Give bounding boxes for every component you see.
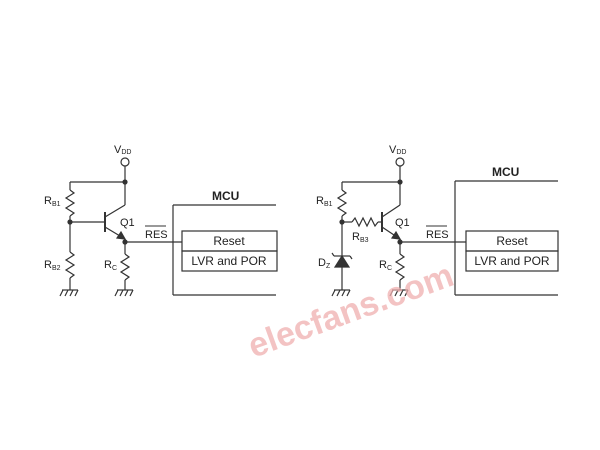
vdd-terminal-right bbox=[395, 157, 405, 167]
rb3-resistor-right bbox=[351, 216, 379, 228]
vdd-label-right: VDD bbox=[389, 144, 406, 156]
ground-symbol bbox=[331, 289, 351, 297]
res-label-left: RES bbox=[145, 229, 168, 241]
rb1-label-left: RB1 bbox=[44, 195, 61, 208]
dz-label-right: DZ bbox=[318, 257, 331, 270]
res-label-right: RES bbox=[426, 229, 449, 241]
reset-label-left: Reset bbox=[213, 234, 245, 248]
mcu-block-right bbox=[454, 180, 559, 296]
lvr-label-right: LVR and POR bbox=[474, 254, 549, 268]
q1-label-left: Q1 bbox=[120, 217, 135, 229]
rb1-resistor-left bbox=[64, 189, 76, 217]
mcu-label-right: MCU bbox=[492, 165, 519, 179]
mcu-block-left bbox=[172, 204, 278, 296]
rb1-resistor-right bbox=[336, 189, 348, 217]
rb2-resistor-left bbox=[64, 251, 76, 279]
rc-resistor-right bbox=[394, 253, 406, 281]
rc-label-right: RC bbox=[379, 259, 392, 272]
q1-label-right: Q1 bbox=[395, 217, 410, 229]
vdd-terminal-left bbox=[120, 157, 130, 167]
ground-symbol bbox=[59, 289, 79, 297]
rc-resistor-left bbox=[119, 253, 131, 281]
rb1-label-right: RB1 bbox=[316, 195, 333, 208]
right-circuit bbox=[331, 157, 559, 297]
q1-transistor-right bbox=[381, 182, 402, 240]
rb2-label-left: RB2 bbox=[44, 259, 61, 272]
q1-transistor-left bbox=[104, 182, 127, 240]
reset-label-right: Reset bbox=[496, 234, 528, 248]
lvr-label-left: LVR and POR bbox=[191, 254, 266, 268]
watermark-text: elecfans.com bbox=[243, 256, 458, 365]
vdd-label-left: VDD bbox=[114, 144, 131, 156]
left-circuit bbox=[59, 157, 278, 297]
ground-symbol bbox=[389, 289, 409, 297]
zener-diode bbox=[331, 252, 353, 268]
ground-symbol bbox=[114, 289, 134, 297]
mcu-label-left: MCU bbox=[212, 189, 239, 203]
rb3-label-right: RB3 bbox=[352, 231, 369, 244]
rc-label-left: RC bbox=[104, 259, 117, 272]
